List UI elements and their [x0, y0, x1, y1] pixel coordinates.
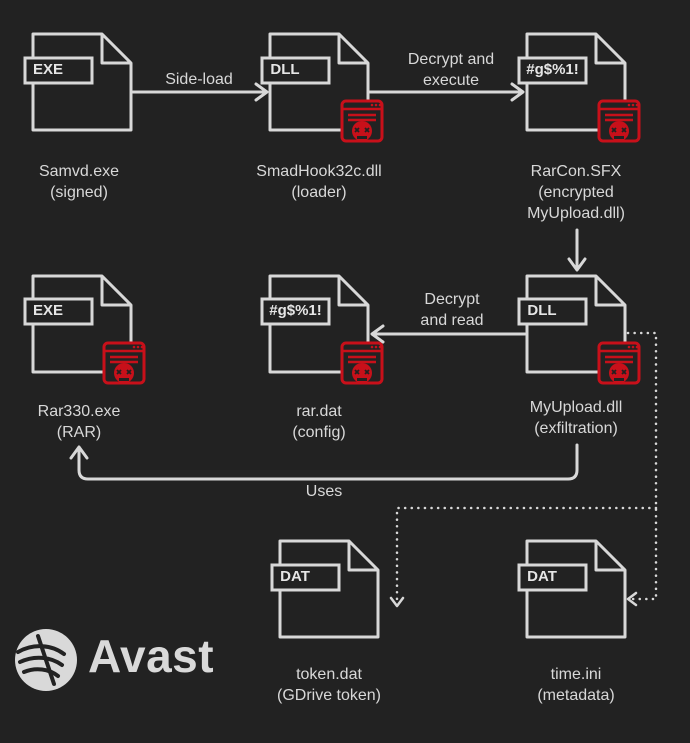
file-icon-token — [270, 539, 380, 639]
tag-rardat: #g$%1! — [269, 302, 322, 319]
tag-samvd: EXE — [32, 61, 63, 78]
file-icon-myupload — [517, 274, 641, 385]
file-name: SmadHook32c.dll — [256, 163, 382, 180]
file-name: token.dat — [296, 666, 362, 683]
arrow-side-load — [131, 82, 269, 102]
tag-rar330: EXE — [32, 302, 63, 319]
file-label-samvd: Samvd.exe (signed) — [39, 161, 119, 203]
malware-skull-icon — [597, 341, 641, 385]
file-name: Samvd.exe — [38, 163, 120, 180]
tag-token: DAT — [280, 568, 310, 585]
file-icon-samvd — [23, 32, 133, 132]
dotted-arrow-to-token — [395, 506, 658, 606]
file-label-rardat: rar.dat (config) — [292, 401, 345, 443]
dotted-arrowhead-token — [389, 596, 405, 608]
file-desc-2: MyUpload.dll) — [527, 205, 625, 222]
edge-label-decrypt-execute: Decrypt and execute — [408, 49, 494, 91]
file-desc: (encrypted — [538, 184, 614, 201]
tag-smadhook: DLL — [270, 61, 300, 78]
tag-time: DAT — [527, 568, 557, 585]
edge-label-decrypt-read: Decrypt and read — [420, 289, 483, 331]
file-label-rarcon: RarCon.SFX (encrypted MyUpload.dll) — [527, 161, 625, 224]
edge-label-line: Decrypt and — [407, 51, 495, 68]
file-icon-time — [517, 539, 627, 639]
avast-logo-icon — [15, 629, 77, 691]
file-name: Rar330.exe — [37, 403, 121, 420]
file-icon-rarcon — [517, 32, 641, 143]
malware-skull-icon — [340, 341, 384, 385]
file-desc: (config) — [292, 424, 346, 441]
arrow-decrypt-execute — [368, 82, 525, 102]
arrow-uses — [69, 443, 579, 481]
file-name: rar.dat — [296, 403, 342, 420]
avast-logo-text: Avast — [88, 630, 215, 682]
file-label-token: token.dat (GDrive token) — [277, 664, 381, 706]
edge-label-line: and read — [420, 312, 484, 329]
file-name: RarCon.SFX — [530, 163, 622, 180]
file-desc: (exfiltration) — [534, 420, 618, 437]
file-name: MyUpload.dll — [529, 399, 623, 416]
file-label-rar330: Rar330.exe (RAR) — [38, 401, 121, 443]
file-desc: (GDrive token) — [276, 687, 382, 704]
tag-rarcon: #g$%1! — [526, 61, 579, 78]
file-label-time: time.ini (metadata) — [537, 664, 614, 706]
malware-skull-icon — [597, 99, 641, 143]
arrow-to-myupload — [567, 228, 587, 272]
file-desc: (loader) — [291, 184, 347, 201]
dotted-arrowhead-time — [626, 591, 638, 607]
file-icon-rar330 — [23, 274, 146, 385]
file-icon-rardat — [260, 274, 384, 385]
edge-label-line: Decrypt — [424, 291, 480, 308]
edge-label-side-load: Side-load — [165, 71, 233, 88]
file-desc: (metadata) — [537, 687, 615, 704]
file-name: time.ini — [550, 666, 602, 683]
malware-skull-icon — [102, 341, 146, 385]
edge-label-uses: Uses — [305, 483, 343, 500]
file-label-smadhook: SmadHook32c.dll (loader) — [256, 161, 381, 203]
dotted-arrow-to-time — [626, 331, 658, 601]
file-desc: (signed) — [50, 184, 108, 201]
tag-myupload: DLL — [527, 302, 557, 319]
file-desc: (RAR) — [56, 424, 102, 441]
file-label-myupload: MyUpload.dll (exfiltration) — [530, 397, 622, 439]
edge-label-line: execute — [422, 72, 480, 89]
malware-skull-icon — [340, 99, 384, 143]
file-icon-smadhook — [260, 32, 384, 143]
arrow-decrypt-read — [370, 324, 527, 344]
